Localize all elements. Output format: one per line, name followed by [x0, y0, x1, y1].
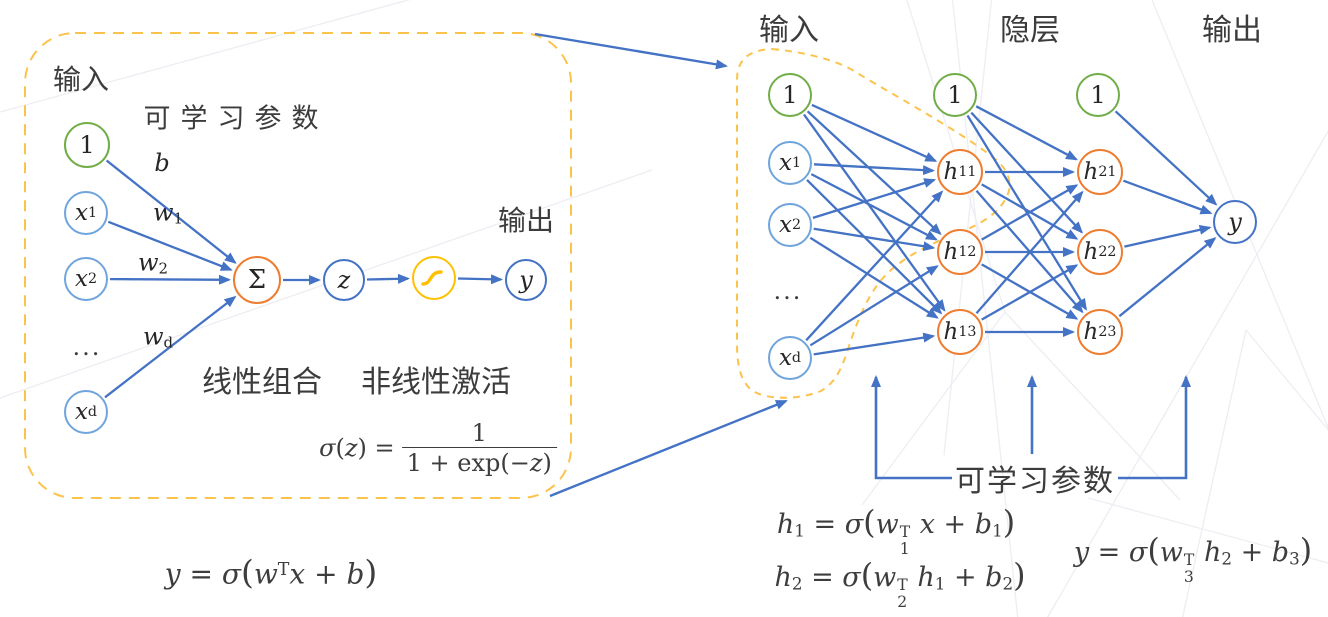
left-neuron-equation: y = σ(wTx + b)	[164, 552, 378, 592]
edge-Rx1-Rh13	[806, 179, 943, 315]
network-edges	[104, 103, 1218, 399]
weight-label-w2: w2	[137, 248, 169, 278]
edge-Lx1-Lsum	[107, 220, 233, 271]
edge-Rxd-Rh11	[805, 190, 944, 342]
bracket-left-arrow	[871, 375, 952, 480]
edge-Rx1-Rh11	[813, 163, 935, 176]
right-output-label: 输出	[1202, 14, 1262, 47]
node-L1: 1	[64, 122, 110, 168]
nonlinear-activation-label: 非线性激活	[361, 366, 511, 399]
sigmoid-curve-icon	[421, 270, 443, 286]
connector-arrow-top	[534, 32, 728, 70]
node-Rb2: 1	[933, 73, 977, 117]
edge-Rh23-Ry	[1118, 237, 1217, 318]
edge-Lz-Lsig	[366, 273, 410, 284]
node-Lsum: Σ	[233, 256, 281, 304]
weight-label-wd: wd	[142, 322, 174, 352]
connector-arrow-bottom	[549, 399, 788, 498]
edge-Rh13-Rh21	[975, 190, 1084, 314]
edge-Lsig-Ly	[457, 274, 503, 285]
node-Ldots: ...	[72, 333, 102, 361]
node-Lz: z	[323, 259, 365, 301]
edge-Rh21-Ry	[1123, 179, 1213, 215]
left-output-label: 输出	[497, 205, 555, 236]
sigmoid-formula-denominator: 1 + exp(−z)	[401, 447, 557, 477]
node-Ly: y	[505, 259, 547, 301]
zoom-connector-arrows	[534, 32, 788, 498]
right-input-label: 输入	[759, 14, 819, 47]
weight-label-b: b	[154, 149, 170, 177]
edge-Rh13-Rh22	[981, 264, 1079, 321]
node-Rb3: 1	[1076, 73, 1120, 117]
learnable-params-bracket	[871, 375, 1191, 480]
left-panel-dashed-box	[24, 32, 572, 499]
edge-Rx2-Rh13	[809, 236, 939, 319]
edge-Rh12-Rh21	[981, 184, 1079, 241]
edge-Rb1-Rh12	[806, 110, 942, 236]
input-layer-dashed-lasso	[736, 47, 1011, 399]
edge-Rh22-Ry	[1124, 224, 1212, 248]
sigmoid-formula-fraction: 1 1 + exp(−z)	[401, 419, 557, 477]
weight-label-w1: w1	[152, 198, 184, 228]
sigmoid-formula-numerator: 1	[471, 419, 487, 447]
node-Lsig	[412, 256, 456, 300]
node-Rb1: 1	[768, 73, 812, 117]
linear-combination-label: 线性组合	[202, 366, 322, 399]
edge-Rxd-Rh13	[813, 332, 936, 356]
edge-Lxd-Lsum	[104, 295, 237, 399]
edge-Rb2-Rh23	[966, 114, 1087, 311]
bracket-right-arrow	[1118, 375, 1191, 480]
edge-L1-Lsum	[105, 159, 237, 264]
edge-Rx2-Rh12	[813, 227, 936, 252]
node-Rdots: ...	[773, 277, 803, 305]
node-Ry: y	[1213, 200, 1257, 244]
sigmoid-definition-formula: σ(z) = 1 1 + exp(−z)	[319, 419, 557, 477]
edge-Rx1-Rh12	[810, 173, 938, 241]
left-params-label: 可学习参数	[143, 103, 329, 134]
edge-Rb2-Rh21	[975, 105, 1078, 161]
edge-Rxd-Rh12	[809, 265, 939, 347]
sigmoid-formula-lead: σ(z) =	[319, 434, 395, 462]
edge-Rb1-Rh11	[811, 103, 938, 162]
edge-Rx2-Rh11	[812, 178, 937, 219]
right-hidden-label: 隐层	[1000, 14, 1060, 47]
edge-Lx2-Lsum	[109, 274, 231, 285]
bottom-params-label: 可学习参数	[955, 465, 1115, 498]
edge-Rb3-Ry	[1114, 110, 1218, 206]
left-input-label: 输入	[52, 64, 110, 95]
